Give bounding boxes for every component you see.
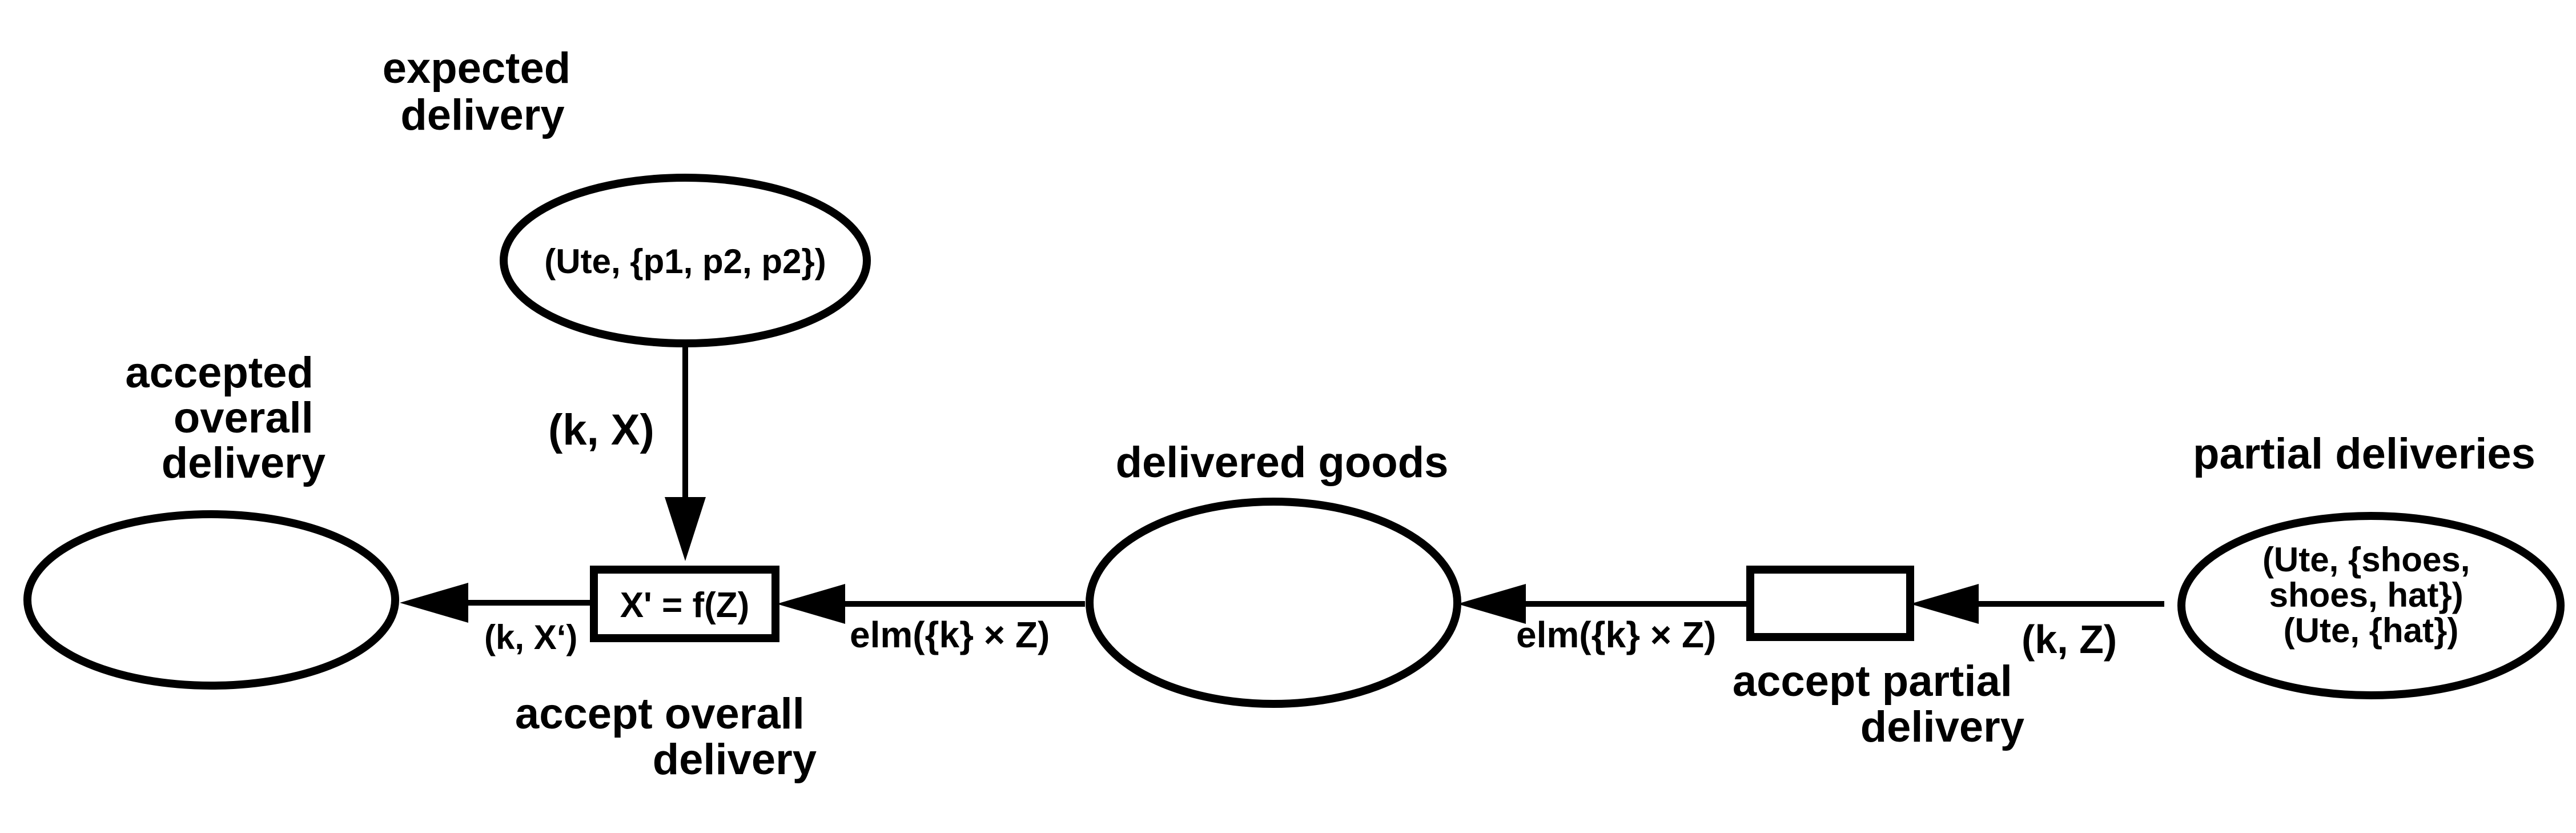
token-expected-delivery: (Ute, {p1, p2, p2}) [544, 242, 826, 281]
label-accepted-line-2: overall [174, 394, 314, 442]
label-accept-overall-delivery: accept overall delivery [515, 690, 817, 784]
arc-label-delivered-to-overall: elm({k} × Z) [850, 614, 1050, 655]
label-accepted-line-3: delivery [162, 439, 325, 487]
place-partial-deliveries [2177, 512, 2565, 699]
token-partial-deliveries-2: (Ute, {hat}) [2284, 611, 2459, 650]
inscription-accept-overall-delivery: X' = f(Z) [620, 586, 750, 625]
arc-label-delivered-to-overall-text: elm({k} × Z) [850, 614, 1050, 655]
label-accept-partial-delivery: accept partial delivery [1733, 657, 2024, 751]
place-expected-delivery [500, 174, 871, 347]
label-accept-partial-line-2: delivery [1860, 703, 2024, 751]
inscription-accept-overall-text: X' = f(Z) [620, 586, 750, 625]
token-expected-delivery-0: (Ute, {p1, p2, p2}) [544, 242, 826, 281]
arc-label-overall-to-accepted-text: (k, X‘) [484, 618, 577, 656]
arrowhead-expected-to-overall [665, 497, 706, 561]
arrowhead-overall-to-accepted [400, 583, 468, 623]
label-expected-delivery-line-1: expected [383, 44, 571, 93]
label-accept-overall-line-1: accept overall [515, 690, 805, 738]
arc-label-expected-to-overall-text: (k, X) [548, 406, 654, 454]
token-partial-deliveries-1: shoes, hat}) [2269, 576, 2464, 614]
arc-label-partial-to-delivered: elm({k} × Z) [1516, 614, 1716, 655]
label-accept-overall-line-2: delivery [653, 735, 817, 784]
arc-label-partial-deliveries-to-partial: (k, Z) [2022, 617, 2117, 662]
token-partial-deliveries-0: (Ute, {shoes, [2262, 540, 2470, 579]
transition-accept-overall-delivery [590, 566, 779, 642]
label-delivered-goods: delivered goods [1116, 438, 1449, 487]
arrowhead-delivered-to-overall [777, 584, 845, 624]
arc-label-overall-to-accepted: (k, X‘) [484, 618, 577, 656]
place-delivered-goods [1086, 498, 1461, 708]
label-accept-partial-line-1: accept partial [1733, 657, 2012, 706]
label-expected-delivery: expected delivery [383, 44, 583, 139]
label-partial-deliveries: partial deliveries [2193, 430, 2535, 478]
label-accepted-overall-delivery: accepted overall delivery [125, 349, 325, 487]
arrowhead-partial-to-delivered [1457, 584, 1526, 624]
place-accepted-overall-delivery [23, 510, 399, 690]
transition-accept-partial-delivery [1746, 566, 1914, 641]
tokens-partial-deliveries: (Ute, {shoes, shoes, hat}) (Ute, {hat}) [2262, 540, 2479, 650]
label-delivered-goods-line-1: delivered goods [1116, 438, 1449, 487]
arrowhead-partial-deliveries-to-partial [1910, 584, 1979, 624]
arc-label-expected-to-overall: (k, X) [548, 406, 654, 454]
arc-label-partial-deliveries-to-partial-text: (k, Z) [2022, 617, 2117, 662]
label-partial-deliveries-line-1: partial deliveries [2193, 430, 2535, 478]
arc-label-partial-to-delivered-text: elm({k} × Z) [1516, 614, 1716, 655]
label-expected-delivery-line-2: delivery [400, 91, 564, 139]
label-accepted-line-1: accepted [125, 349, 314, 397]
